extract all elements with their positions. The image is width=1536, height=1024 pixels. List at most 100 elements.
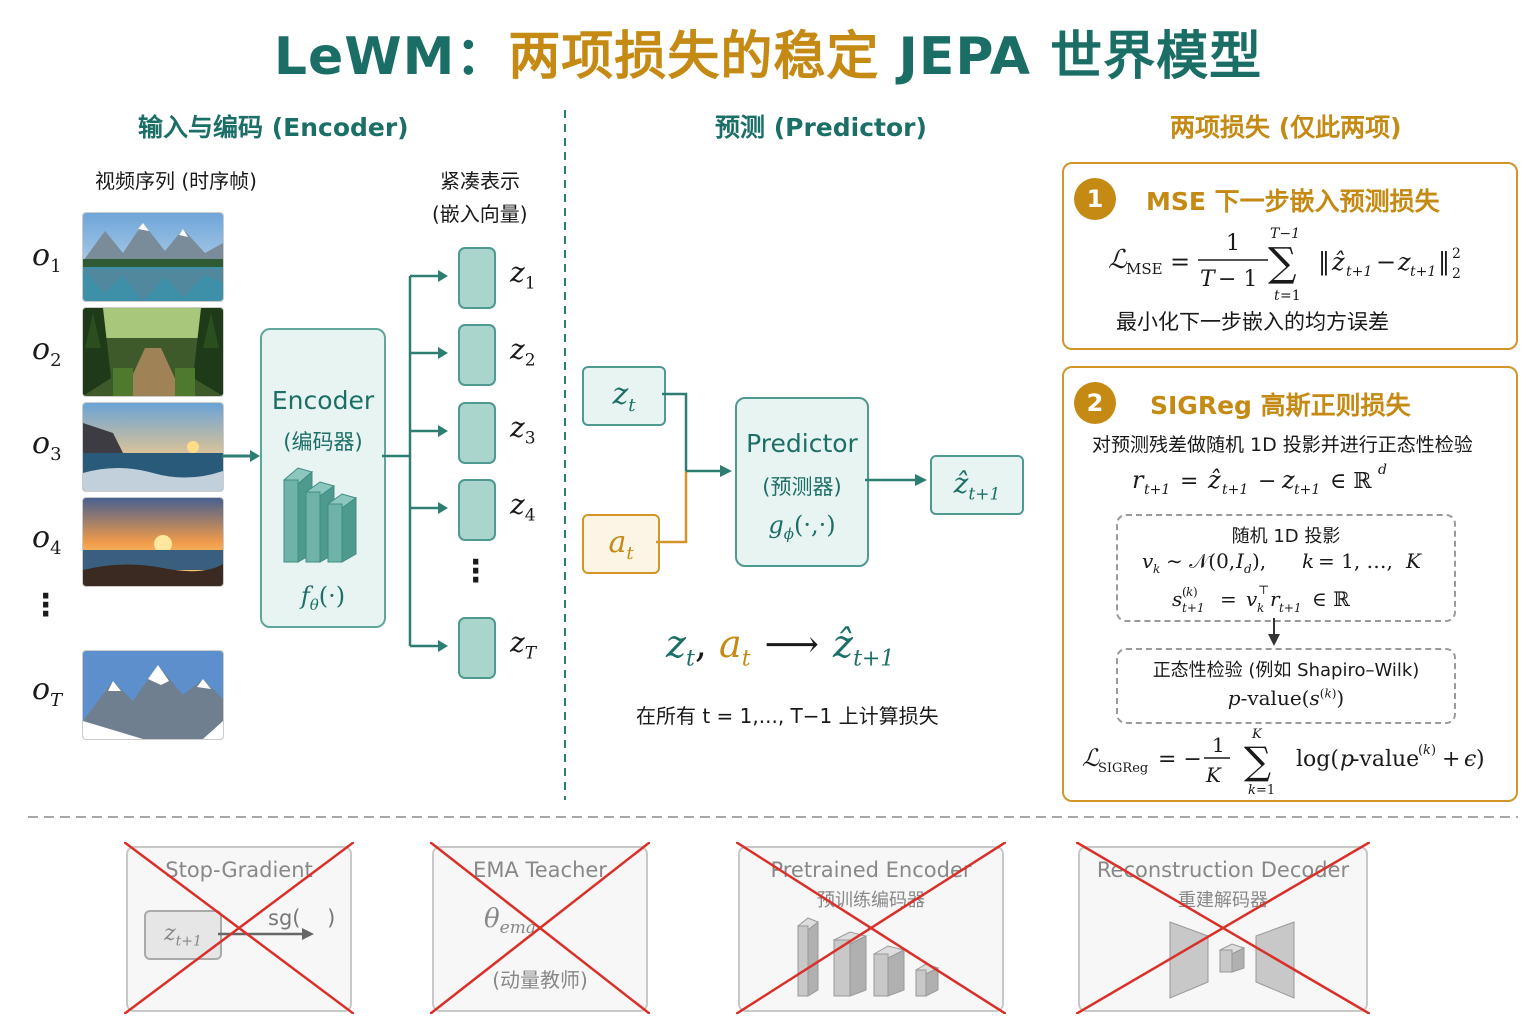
section-predict-header: 预测 (Predictor) — [715, 113, 927, 142]
loss-mse-badge: 1 — [1074, 178, 1116, 220]
svg-text:t+1: t+1 — [1346, 264, 1372, 280]
loss-sigreg-badge: 2 — [1074, 382, 1116, 424]
svg-text:⊤: ⊤ — [1258, 583, 1269, 597]
svg-text:−: − — [1258, 469, 1276, 494]
decoder-hourglass-icon — [1169, 921, 1295, 999]
embedding-z4-box — [458, 479, 496, 541]
frame-label-o4: o4 — [32, 520, 62, 559]
svg-text:ϵ: ϵ — [1464, 747, 1476, 772]
svg-text:K: K — [1251, 727, 1263, 742]
frame-label-o3: o3 — [32, 426, 62, 465]
svg-text:t: t — [1274, 288, 1280, 304]
svg-text:=1: =1 — [1280, 288, 1301, 304]
svg-text:z: z — [1397, 248, 1411, 276]
removed-pretrained-encoder-subtitle: 预训练编码器 — [817, 890, 925, 911]
predictor-cn-label: (预测器) — [762, 475, 842, 499]
svg-text:MSE: MSE — [1126, 260, 1163, 278]
encoder-function: fθ(·) — [300, 582, 346, 614]
removed-ema-teacher-card: EMA Teacher θema (动量教师) — [430, 842, 650, 1014]
removed-pretrained-encoder-card: Pretrained Encoder 预训练编码器 — [736, 842, 1006, 1014]
svg-text:=: = — [1220, 587, 1237, 611]
svg-text:t+1: t+1 — [1144, 482, 1170, 498]
svg-text:ẑ: ẑ — [1331, 248, 1345, 276]
removed-reconstruction-decoder-subtitle: 重建解码器 — [1178, 890, 1268, 911]
svg-text:s: s — [1172, 587, 1182, 611]
removed-ema-teacher-title: EMA Teacher — [473, 858, 607, 882]
svg-text:-value: -value — [1352, 747, 1419, 772]
loss-mse-description: 最小化下一步嵌入的均方误差 — [1116, 310, 1389, 334]
frame-image-mountain-lake — [82, 212, 224, 302]
embedding-z3-label: z3 — [510, 411, 536, 449]
section-losses-header: 两项损失 (仅此两项) — [1170, 113, 1402, 142]
svg-text:r: r — [1270, 587, 1281, 611]
svg-text:t+1: t+1 — [1222, 482, 1248, 498]
svg-text:z: z — [1281, 466, 1295, 494]
prediction-summary: 在所有 t = 1,..., T−1 上计算损失 — [636, 704, 939, 728]
svg-text:2: 2 — [1452, 266, 1461, 282]
svg-text:log(: log( — [1296, 747, 1339, 772]
removed-reconstruction-decoder-title: Reconstruction Decoder — [1096, 858, 1350, 882]
encoder-name: Encoder — [271, 386, 375, 415]
svg-text:∼ 𝒩(0,: ∼ 𝒩(0, — [1166, 549, 1235, 573]
svg-text:t+1: t+1 — [1279, 601, 1302, 615]
encoder-cn-label: (编码器) — [283, 430, 363, 454]
embedding-z3-box — [458, 402, 496, 464]
embeddings-label-line1: 紧凑表示 — [440, 169, 520, 193]
svg-text:(: ( — [1182, 585, 1187, 599]
svg-text:t+1: t+1 — [1294, 482, 1320, 498]
title-part-jepa: JEPA 世界模型 — [879, 27, 1263, 87]
predictor-output-box: ẑt+1 — [930, 455, 1024, 515]
page-title: LeWM：两项损失的稳定 JEPA 世界模型 — [0, 14, 1536, 89]
svg-text:ℒ: ℒ — [1108, 245, 1128, 275]
encoder-block: Encoder (编码器) fθ(·) — [260, 328, 386, 628]
svg-text:K: K — [1205, 763, 1222, 787]
removed-pretrained-encoder-title: Pretrained Encoder — [770, 858, 972, 882]
svg-text:k: k — [1302, 549, 1314, 573]
predictor-function: gϕ(·,·) — [768, 511, 836, 543]
svg-text:∑: ∑ — [1268, 240, 1297, 286]
frames-to-encoder-arrow — [222, 450, 260, 462]
embedding-zT-box — [458, 617, 496, 679]
prediction-mapping-equation: zt, at⟶ẑt+1 — [666, 622, 895, 672]
encoder-layers-icon — [282, 467, 358, 563]
svg-text:): ) — [1431, 743, 1436, 758]
svg-text:T: T — [1200, 267, 1217, 292]
section-divider — [564, 110, 566, 800]
embeddings-label-line2: (嵌入向量) — [432, 202, 528, 226]
svg-text:‖: ‖ — [1438, 248, 1450, 277]
svg-text:v: v — [1142, 549, 1154, 573]
title-part-lewm: LeWM： — [273, 27, 509, 87]
embedding-z2-box — [458, 324, 496, 386]
normality-test-pvalue: p-value(s(k)) — [1227, 686, 1345, 710]
svg-text:ẑ: ẑ — [1207, 466, 1221, 494]
pretrained-encoder-layers-icon — [797, 917, 940, 997]
random-projection-title: 随机 1D 投影 — [1231, 526, 1341, 547]
stop-gradient-sg-label: sg( ) — [268, 906, 336, 930]
svg-text:v: v — [1246, 587, 1258, 611]
svg-text:1: 1 — [1212, 733, 1225, 757]
bottom-divider — [28, 816, 1518, 818]
section-encoding-header: 输入与编码 (Encoder) — [138, 113, 409, 142]
svg-text:k: k — [1248, 783, 1256, 796]
svg-text:k: k — [1153, 562, 1160, 576]
svg-text:I: I — [1235, 549, 1245, 573]
frame-label-o1: o1 — [32, 238, 62, 277]
inputs-to-predictor-arrows — [656, 392, 732, 544]
normality-test-box: 正态性检验 (例如 Shapiro–Wilk) p-value(s(k)) — [1116, 648, 1456, 724]
svg-text:),: ), — [1252, 549, 1266, 573]
removed-stop-gradient-card: Stop-Gradient zt+1 sg( ) — [124, 842, 354, 1014]
svg-text:T−1: T−1 — [1270, 226, 1300, 242]
svg-text:k: k — [1423, 743, 1431, 758]
svg-text:= −: = − — [1158, 747, 1202, 772]
svg-text:2: 2 — [1452, 246, 1461, 262]
stop-gradient-z-box: zt+1 — [144, 910, 222, 960]
predictor-input-zt-box: zt — [582, 366, 666, 426]
loss-mse-panel: 1 MSE 下一步嵌入预测损失 ℒ MSE = 1 T − 1 T−1 ∑ t=… — [1062, 162, 1518, 350]
svg-text:− 1: − 1 — [1218, 267, 1257, 292]
embedding-ellipsis: ··· — [470, 545, 482, 598]
svg-text:r: r — [1132, 466, 1145, 494]
loss-mse-title: MSE 下一步嵌入预测损失 — [1146, 187, 1440, 216]
